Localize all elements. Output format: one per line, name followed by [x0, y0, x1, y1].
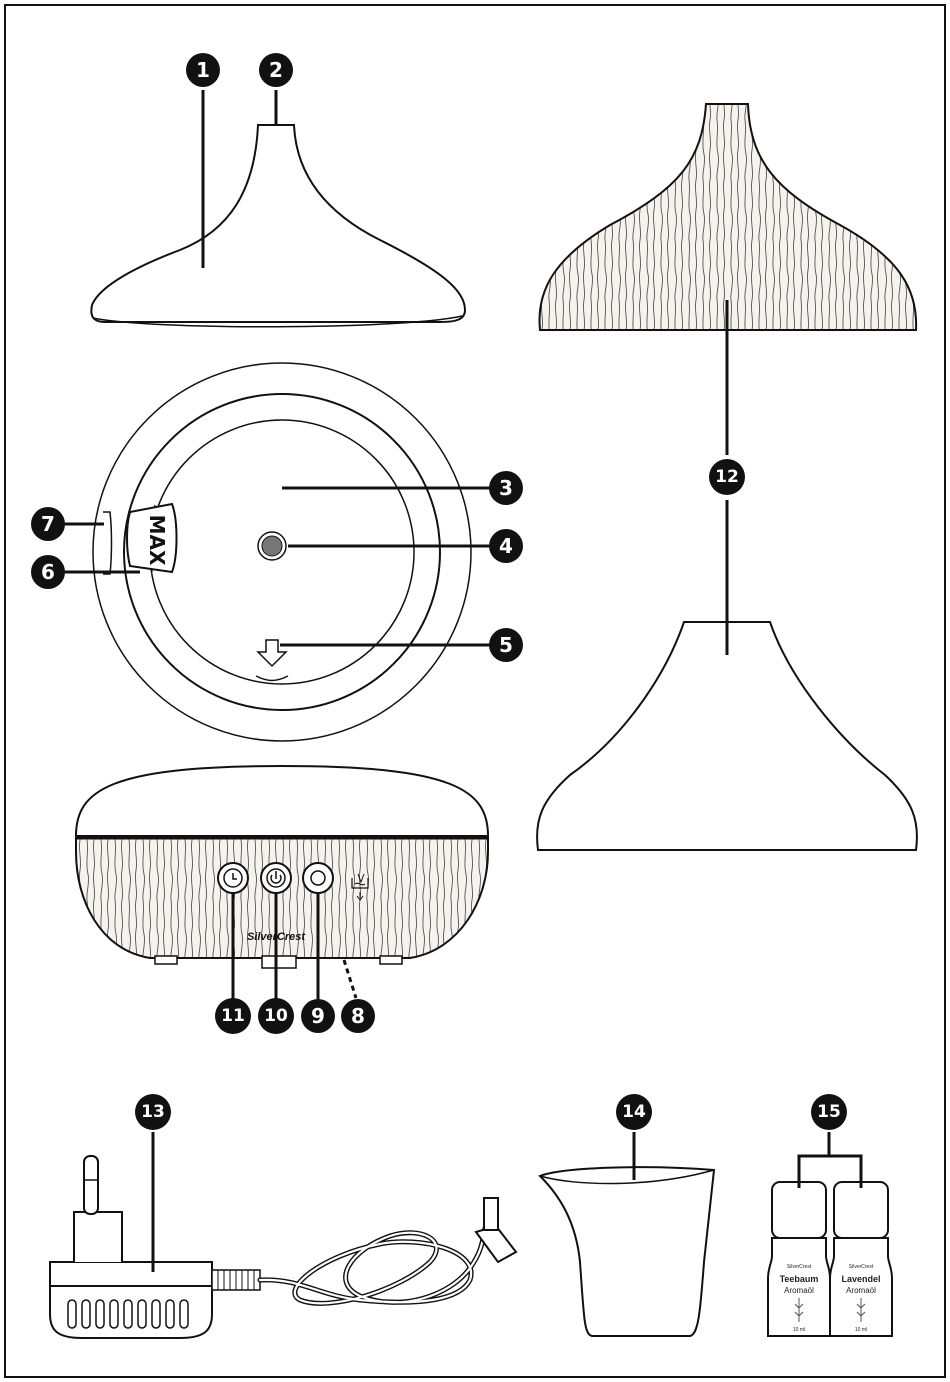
oil-bottle-left: SilverCrest Teebaum Aromaöl 10 ml [768, 1182, 830, 1336]
leader-15 [799, 1132, 861, 1188]
measuring-cup [540, 1167, 714, 1336]
power-adapter [50, 1156, 516, 1338]
base-unit: SilverCrest [76, 766, 488, 968]
callout-9-label: 9 [311, 1004, 325, 1028]
cover-wood [539, 104, 916, 330]
callout-5-label: 5 [499, 633, 513, 657]
callout-7-label: 7 [41, 512, 55, 536]
top-view: MAX [93, 363, 471, 741]
max-marker: MAX [127, 504, 177, 572]
callout-3-label: 3 [499, 476, 513, 500]
callout-6-label: 6 [41, 560, 55, 584]
bottle-right-volume: 10 ml [855, 1327, 867, 1333]
callout-5: 5 [489, 628, 523, 662]
callout-6: 6 [31, 555, 65, 589]
max-label: MAX [145, 515, 169, 566]
callout-14-label: 14 [622, 1102, 646, 1122]
callout-2-label: 2 [269, 58, 283, 82]
callout-7: 7 [31, 507, 65, 541]
callout-11: 11 [215, 998, 251, 1034]
callout-14: 14 [616, 1094, 652, 1130]
bottle-left-brand: SilverCrest [787, 1264, 812, 1270]
bottle-right-name: Lavendel [841, 1274, 880, 1284]
callout-15-label: 15 [817, 1102, 841, 1122]
light-button[interactable] [303, 863, 333, 893]
callout-9: 9 [301, 999, 335, 1033]
callout-3: 3 [489, 471, 523, 505]
callout-13-label: 13 [141, 1102, 165, 1122]
callout-1-label: 1 [196, 58, 210, 82]
callout-8: 8 [341, 999, 375, 1033]
bottle-left-name: Teebaum [780, 1274, 819, 1284]
bottle-left-type: Aromaöl [784, 1286, 814, 1295]
callout-12-label: 12 [715, 467, 739, 487]
cover-plain [537, 622, 917, 850]
timer-button[interactable] [218, 863, 248, 893]
callout-10: 10 [258, 998, 294, 1034]
bottle-left-volume: 10 ml [793, 1327, 805, 1333]
leader-8 [344, 960, 356, 998]
callout-4-label: 4 [499, 534, 513, 558]
callout-2: 2 [259, 53, 293, 87]
oil-bottle-right: SilverCrest Lavendel Aromaöl 10 ml [830, 1182, 892, 1336]
callout-15: 15 [811, 1094, 847, 1130]
callout-13: 13 [135, 1094, 171, 1130]
lid-part [91, 125, 465, 327]
callout-12: 12 [709, 459, 745, 495]
callout-10-label: 10 [264, 1006, 288, 1026]
callout-8-label: 8 [351, 1004, 365, 1028]
callout-1: 1 [186, 53, 220, 87]
power-button[interactable] [261, 863, 291, 893]
bottle-right-brand: SilverCrest [849, 1264, 874, 1270]
bottle-right-type: Aromaöl [846, 1286, 876, 1295]
callout-11-label: 11 [221, 1006, 245, 1026]
callout-4: 4 [489, 529, 523, 563]
